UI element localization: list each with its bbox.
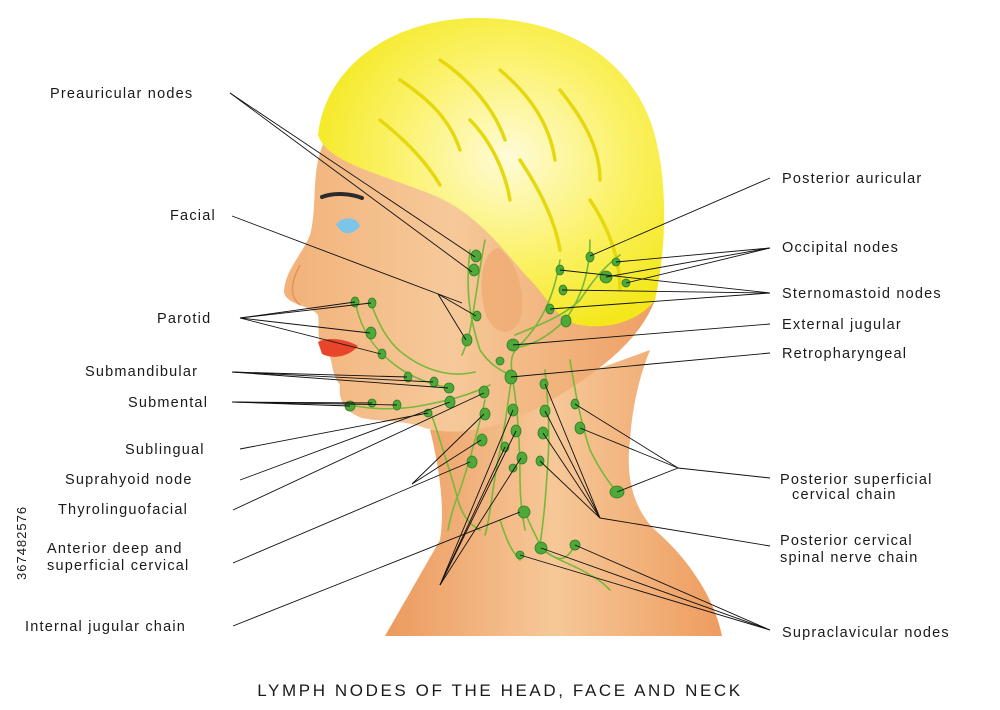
label-retropharyngeal: Retropharyngeal [782,346,907,362]
nose-shape [291,264,301,306]
leader-lines-right [510,177,771,631]
hair-shape [318,17,665,327]
label-sublingual: Sublingual [125,442,205,458]
label-posterior-cervical-line1: Posterior cervical [780,533,913,549]
leader-lines-left [229,92,522,627]
label-suprahyoid-node: Suprahyoid node [65,472,193,488]
label-posterior-superficial-line1: Posterior superficial [780,472,933,488]
label-internal-jugular-chain: Internal jugular chain [25,619,186,635]
label-posterior-cervical-line2: spinal nerve chain [780,550,918,566]
label-occipital-nodes: Occipital nodes [782,240,899,256]
label-anterior-deep-line1: Anterior deep and [47,541,183,557]
label-anterior-deep-line2: superficial cervical [47,558,189,574]
label-supraclavicular-nodes: Supraclavicular nodes [782,625,950,641]
label-external-jugular: External jugular [782,317,902,333]
label-posterior-superficial-line2: cervical chain [792,487,897,503]
figure-title: LYMPH NODES OF THE HEAD, FACE AND NECK [257,681,742,700]
label-sternomastoid-nodes: Sternomastoid nodes [782,286,942,302]
lips-shape [318,339,358,357]
hair-strands [378,58,622,292]
label-posterior-auricular: Posterior auricular [782,171,922,187]
label-preauricular-nodes: Preauricular nodes [50,86,193,102]
label-facial: Facial [170,208,216,224]
label-submandibular: Submandibular [85,364,198,380]
eyebrow-shape [320,192,364,200]
ear-shape [481,248,523,332]
label-submental: Submental [128,395,208,411]
label-thyrolinguofacial: Thyrolinguofacial [58,502,188,518]
eye-shape [336,218,360,234]
label-parotid: Parotid [157,311,211,327]
stock-id-watermark: 367482576 [14,506,29,580]
